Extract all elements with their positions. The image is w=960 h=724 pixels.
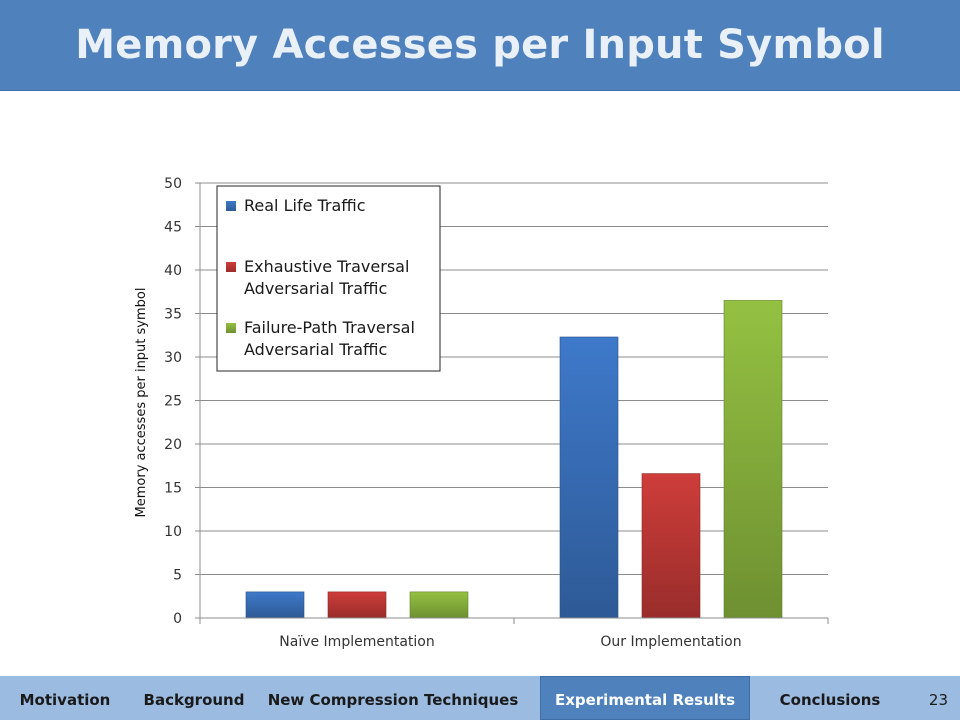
y-tick-label-0: 0 [173, 611, 182, 627]
x-tick-label-0: Naïve Implementation [279, 634, 434, 650]
title-bar: Memory Accesses per Input Symbol [0, 0, 960, 91]
bar-1-2 [723, 300, 783, 619]
y-tick-label-15: 15 [164, 481, 182, 497]
legend-box [216, 185, 441, 372]
section-nav: Motivation Background New Compression Te… [0, 676, 960, 720]
bar-0-0 [245, 591, 305, 619]
x-tick-label-1: Our Implementation [600, 634, 741, 650]
nav-item-background[interactable]: Background [143, 691, 245, 709]
nav-item-conclusions[interactable]: Conclusions [779, 691, 881, 709]
bar-1-1 [641, 473, 701, 619]
slide-title: Memory Accesses per Input Symbol [75, 22, 885, 68]
bars [245, 300, 783, 619]
nav-item-motivation[interactable]: Motivation [19, 691, 111, 709]
legend-swatch-0 [226, 201, 236, 211]
legend-label-2-1: Adversarial Traffic [244, 340, 387, 359]
y-axis-label: Memory accesses per input symbol [134, 288, 149, 518]
nav-item-new-compression-techniques[interactable]: New Compression Techniques [267, 691, 519, 709]
legend-label-1-0: Exhaustive Traversal [244, 257, 409, 276]
y-tick-label-50: 50 [164, 176, 182, 192]
y-tick-label-25: 25 [164, 394, 182, 410]
y-tick-label-40: 40 [164, 263, 182, 279]
bar-0-1 [327, 591, 387, 619]
y-tick-label-5: 5 [173, 568, 182, 584]
y-tick-label-45: 45 [164, 220, 182, 236]
y-tick-label-30: 30 [164, 350, 182, 366]
nav-item-experimental-results[interactable]: Experimental Results [540, 676, 750, 720]
legend-label-2-0: Failure-Path Traversal [244, 318, 415, 337]
page-number: 23 [928, 691, 948, 709]
bar-1-0 [559, 336, 619, 619]
legend-swatch-1 [226, 262, 236, 272]
legend-label-1-1: Adversarial Traffic [244, 279, 387, 298]
y-tick-label-20: 20 [164, 437, 182, 453]
legend-label-0-0: Real Life Traffic [244, 196, 366, 215]
y-tick-label-35: 35 [164, 307, 182, 323]
bar-0-2 [409, 591, 469, 619]
y-tick-label-10: 10 [164, 524, 182, 540]
legend-swatch-2 [226, 323, 236, 333]
